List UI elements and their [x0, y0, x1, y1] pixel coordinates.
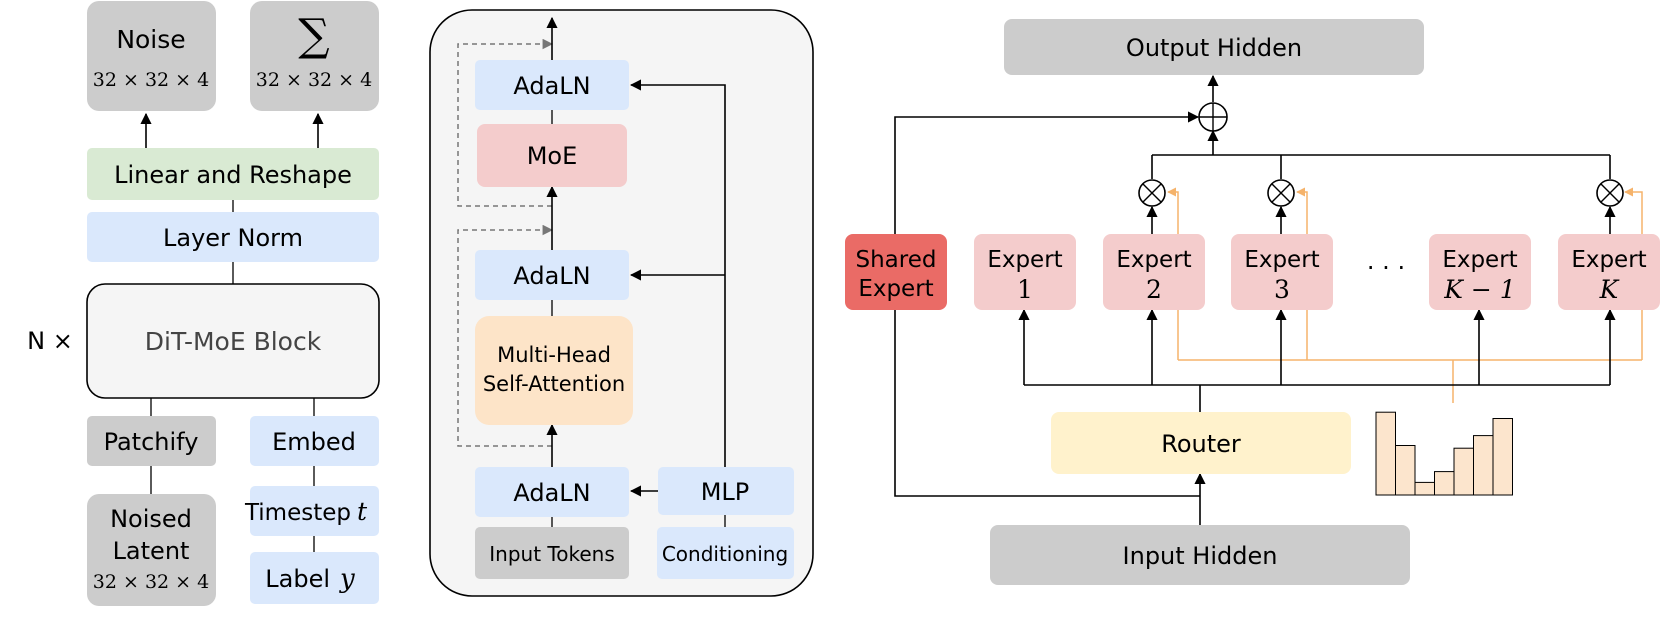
adaln-bottom-box — [475, 467, 629, 517]
conditioning-label: Conditioning — [662, 542, 788, 566]
label-box — [250, 552, 379, 604]
input-tokens-label: Input Tokens — [489, 542, 614, 566]
timestep-label: Timestep — [244, 500, 351, 526]
expert-3-label: Expert — [1244, 247, 1319, 273]
repeat-label: N × — [27, 327, 73, 355]
mlp-box — [658, 467, 794, 515]
adaln-top-box — [475, 60, 629, 110]
sigma-symbol: ∑ — [298, 10, 329, 61]
expert-k-index: K — [1599, 275, 1620, 304]
residual-moe — [457, 38, 554, 207]
noise-box — [87, 1, 216, 111]
layer-norm-label: Layer Norm — [163, 224, 303, 252]
conditioning-box — [657, 527, 794, 579]
adaln-bottom-label: AdaLN — [513, 479, 590, 507]
expert-3-index: 3 — [1274, 275, 1290, 304]
mlp-label: MLP — [701, 478, 750, 506]
histogram-bar — [1453, 447, 1474, 496]
patchify-box — [87, 416, 216, 466]
label-label: Label — [265, 565, 330, 593]
patchify-label: Patchify — [104, 428, 199, 456]
layer-norm-box — [87, 212, 379, 262]
middle-panel: AdaLN MoE AdaLN Multi-Head Self-Attentio… — [429, 9, 814, 597]
noised-latent-dims: 32 × 32 × 4 — [93, 571, 209, 593]
expert-k-minus-1-index: K − 1 — [1443, 275, 1515, 304]
shared-expert-line2: Expert — [858, 276, 933, 302]
noise-title: Noise — [116, 25, 185, 54]
residual-attention — [457, 224, 554, 447]
multiply-gate-icon — [1596, 179, 1624, 207]
output-hidden-label: Output Hidden — [1126, 34, 1302, 62]
router-box — [1051, 412, 1351, 474]
linear-reshape-label: Linear and Reshape — [114, 161, 352, 189]
linear-reshape-box — [87, 148, 379, 200]
expert-1-label: Expert — [987, 247, 1062, 273]
expert-2-label: Expert — [1116, 247, 1191, 273]
attention-line2: Self-Attention — [483, 372, 625, 396]
input-hidden-box — [990, 525, 1410, 585]
dit-moe-block-label: DiT-MoE Block — [145, 327, 322, 356]
experts-ellipsis: · · · — [1367, 254, 1405, 282]
noised-latent-box — [87, 494, 216, 606]
embed-label: Embed — [272, 428, 356, 456]
histogram-bar — [1434, 471, 1455, 496]
right-panel: Output Hidden Shared Expert Ex — [845, 19, 1660, 585]
expert-k-minus-1-label: Expert — [1442, 247, 1517, 273]
multiply-gate-icon — [1138, 179, 1166, 207]
arrow-shared-to-sum — [894, 111, 1200, 234]
expert-1-box — [974, 234, 1076, 310]
noised-latent-line1: Noised — [110, 505, 192, 533]
timestep-box — [250, 486, 379, 536]
histogram-bar — [1492, 418, 1513, 496]
input-hidden-label: Input Hidden — [1123, 542, 1278, 570]
attention-box — [475, 316, 633, 425]
input-tokens-box — [475, 527, 629, 579]
label-var: y — [339, 564, 355, 594]
embed-box — [250, 416, 379, 466]
multiply-gate-icon — [1267, 179, 1295, 207]
adaln-mid-box — [475, 250, 629, 300]
adaln-top-label: AdaLN — [513, 72, 590, 100]
arrow-condition-to-adaln-top — [629, 79, 726, 467]
histogram-bar — [1395, 445, 1416, 496]
left-panel: Noise 32 × 32 × 4 ∑ 32 × 32 × 4 Linear a… — [27, 1, 380, 606]
timestep-var: t — [357, 497, 368, 526]
arrow-input-to-shared — [889, 294, 1200, 497]
sum-operator-icon — [1198, 102, 1228, 132]
expert-2-index: 2 — [1146, 275, 1162, 304]
histogram-bar — [1414, 481, 1435, 496]
histogram-bar — [1375, 411, 1396, 496]
expert-3-box — [1231, 234, 1333, 310]
attention-line1: Multi-Head — [497, 343, 611, 367]
expert-1-index: 1 — [1017, 275, 1033, 304]
router-histogram — [1375, 411, 1513, 496]
expert-2-box — [1103, 234, 1205, 310]
sigma-box — [250, 1, 379, 111]
noised-latent-line2: Latent — [113, 537, 190, 565]
output-hidden-box — [1004, 19, 1424, 75]
moe-label: MoE — [527, 142, 578, 170]
histogram-bar — [1473, 435, 1494, 496]
dit-moe-block — [86, 283, 380, 399]
shared-expert-line1: Shared — [856, 247, 937, 273]
expert-k-label: Expert — [1571, 247, 1646, 273]
expert-connectors — [889, 74, 1616, 525]
sigma-dims: 32 × 32 × 4 — [256, 69, 372, 91]
expert-k-minus-1-box — [1429, 234, 1531, 310]
adaln-mid-label: AdaLN — [513, 262, 590, 290]
shared-expert-box — [845, 234, 947, 310]
router-label: Router — [1161, 430, 1241, 458]
noise-dims: 32 × 32 × 4 — [93, 69, 209, 91]
expert-k-box — [1558, 234, 1660, 310]
moe-box — [477, 124, 627, 187]
